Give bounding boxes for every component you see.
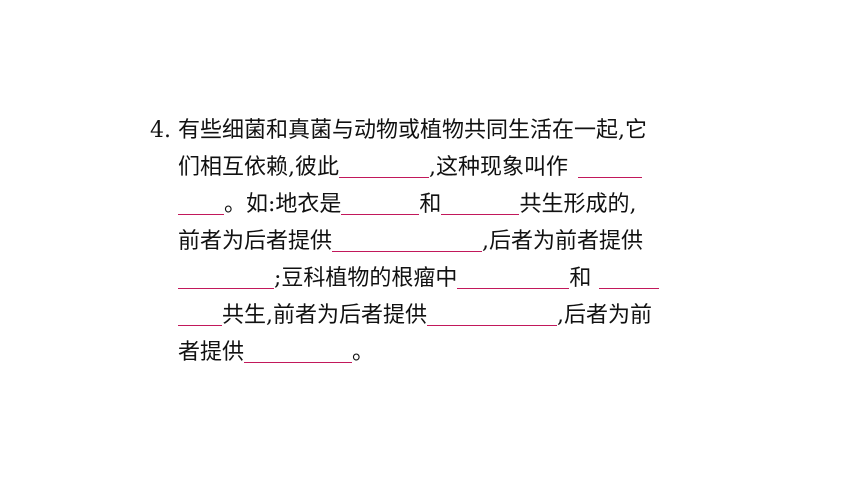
question-text-5b: 和	[569, 266, 592, 291]
answer-blank-5[interactable]	[332, 225, 483, 252]
answer-blank-8b[interactable]	[178, 299, 222, 326]
question-text-4a: 前者为后者提供	[178, 229, 333, 254]
question-text-3b: 和	[419, 192, 442, 217]
question-text-1: 有些细菌和真菌与动物或植物共同生活在一起,它	[178, 118, 647, 143]
question-line-4: 前者为后者提供 ,后者为前者提供	[150, 223, 750, 260]
question-text-5a: ;豆科植物的根瘤中	[274, 266, 458, 291]
answer-blank-4[interactable]	[441, 188, 520, 215]
question-text-6b: ,后者为前	[557, 303, 652, 328]
question-4: 4. 有些细菌和真菌与动物或植物共同生活在一起,它 们相互依赖,彼此 ,这种现象叫作…	[150, 112, 750, 371]
question-text-7a: 者提供	[178, 340, 245, 365]
question-line-7: 者提供 。	[150, 334, 750, 371]
answer-blank-10[interactable]	[244, 336, 353, 363]
question-text-4b: ,后者为前者提供	[482, 229, 644, 254]
answer-blank-6[interactable]	[178, 262, 274, 289]
answer-blank-1[interactable]	[339, 151, 429, 178]
question-line-1: 4. 有些细菌和真菌与动物或植物共同生活在一起,它	[150, 112, 750, 149]
answer-blank-3[interactable]	[341, 188, 420, 215]
question-line-6: 共生,前者为后者提供 ,后者为前	[150, 297, 750, 334]
question-text-3a: 。如:地衣是	[224, 192, 342, 217]
question-text-6a: 共生,前者为后者提供	[222, 303, 427, 328]
question-text-2a: 们相互依赖,彼此	[178, 155, 339, 180]
question-text-3c: 共生形成的,	[519, 192, 637, 217]
question-number: 4.	[150, 118, 171, 143]
answer-blank-8a[interactable]	[599, 262, 660, 289]
question-text-2b: ,这种现象叫作	[429, 155, 568, 180]
question-line-3: 。如:地衣是 和 共生形成的,	[150, 186, 750, 223]
question-line-2: 们相互依赖,彼此 ,这种现象叫作	[150, 149, 750, 186]
answer-blank-9[interactable]	[427, 299, 557, 326]
question-line-5: ;豆科植物的根瘤中 和	[150, 260, 750, 297]
answer-blank-7[interactable]	[457, 262, 570, 289]
answer-blank-2a[interactable]	[578, 151, 642, 178]
answer-blank-2b[interactable]	[178, 188, 224, 215]
question-text-7b: 。	[352, 340, 375, 365]
